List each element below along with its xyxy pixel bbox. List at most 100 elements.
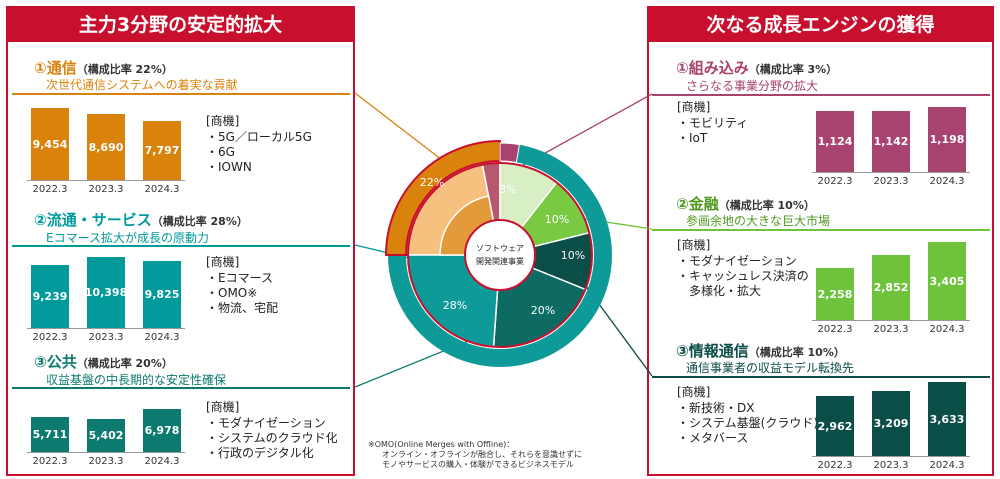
donut-percent-label: 20%	[531, 304, 555, 317]
left-panel: 主力3分野の安定的拡大	[6, 6, 355, 476]
section-underline	[652, 376, 990, 378]
section-title-johotsushin: ③情報通信（構成比率 10%）	[676, 342, 845, 360]
year-label: 2024.3	[144, 332, 180, 343]
chart-baseline	[812, 320, 970, 321]
year-label: 2024.3	[144, 184, 180, 195]
year-label: 2023.3	[88, 456, 124, 467]
year-label: 2024.3	[929, 324, 965, 335]
bar: 8,690	[87, 114, 125, 180]
year-label: 2024.3	[929, 176, 965, 187]
year-label: 2024.3	[929, 460, 965, 471]
section-underline	[12, 245, 350, 247]
product-list-johotsushin: [商機] ・新技術・DX ・システム基盤(クラウド) ・メタバース	[677, 385, 818, 446]
donut-percent-label: 3%	[499, 183, 516, 196]
products-header: [商機]	[206, 400, 240, 414]
product-item: ・物流、宅配	[206, 301, 279, 315]
product-list-ryutsu: [商機] ・Eコマース ・OMO※ ・物流、宅配	[206, 255, 278, 316]
section-underline	[652, 229, 990, 231]
section-title-ryutsu: ②流通・サービス（構成比率 28%）	[34, 211, 248, 229]
footnote-line: オンライン・オフラインが融合し、それらを意識せずに	[382, 450, 582, 459]
year-label: 2022.3	[817, 460, 853, 471]
donut-center-label: ソフトウェア	[476, 244, 524, 253]
footnote-line: モノやサービスの購入・体験ができるビジネスモデル	[382, 460, 574, 469]
year-label: 2023.3	[88, 184, 124, 195]
product-item: ・モダナイゼーション	[677, 254, 797, 268]
donut-center-label: 開発関連事業	[476, 256, 524, 266]
products-header: [商機]	[206, 255, 240, 269]
chart-baseline	[27, 180, 185, 181]
year-label: 2022.3	[817, 324, 853, 335]
product-item: 多様化・拡大	[677, 284, 762, 298]
chart-baseline	[27, 328, 185, 329]
product-item: ・モビリティ	[677, 116, 749, 130]
chart-baseline	[812, 172, 970, 173]
year-label: 2022.3	[32, 332, 68, 343]
bar: 9,454	[31, 108, 69, 180]
bar: 2,962	[816, 396, 854, 456]
bar: 6,978	[143, 409, 181, 452]
section-title-kinyu: ②金融（構成比率 10%）	[676, 195, 815, 213]
section-subtitle-ryutsu: Eコマース拡大が成長の原動力	[46, 231, 209, 245]
product-item: ・行政のデジタル化	[206, 446, 314, 460]
section-underline	[652, 94, 990, 96]
year-label: 2023.3	[873, 324, 909, 335]
product-list-kokyo: [商機] ・モダナイゼーション ・システムのクラウド化 ・行政のデジタル化	[206, 400, 338, 461]
product-item: ・IoT	[677, 131, 708, 145]
donut-percent-label: 10%	[545, 213, 569, 226]
product-item: ・システムのクラウド化	[206, 431, 338, 445]
donut-outer-segment-tsushin	[384, 139, 501, 256]
product-item: ・キャッシュレス決済の	[677, 269, 809, 283]
year-label: 2022.3	[32, 456, 68, 467]
section-subtitle-kokyo: 収益基盤の中長期的な安定性確保	[46, 373, 227, 387]
bar: 7,797	[143, 121, 181, 180]
year-label: 2022.3	[32, 184, 68, 195]
connector-line	[354, 92, 456, 171]
bar: 2,258	[816, 268, 854, 320]
bar: 3,405	[928, 242, 966, 320]
bar: 1,198	[928, 107, 966, 172]
section-title-kokyo: ③公共（構成比率 20%）	[34, 353, 173, 371]
donut-percent-label: 28%	[443, 299, 467, 312]
section-subtitle-tsushin: 次世代通信システムへの着実な貢献	[46, 78, 238, 92]
product-item: ・OMO※	[206, 286, 258, 300]
bar: 9,825	[143, 261, 181, 328]
products-header: [商機]	[206, 114, 240, 128]
products-header: [商機]	[677, 385, 711, 399]
donut-outline	[407, 162, 593, 348]
footnote-line: ※OMO(Online Merges with Offline)：	[368, 440, 515, 449]
product-item: ・5G／ローカル5G	[206, 130, 312, 144]
bar: 3,209	[872, 391, 910, 456]
section-underline	[12, 387, 350, 389]
year-label: 2023.3	[873, 176, 909, 187]
bar: 10,398	[85, 257, 127, 328]
bar: 1,124	[816, 111, 854, 172]
product-list-kumikomi: [商機] ・モビリティ ・IoT	[677, 100, 748, 146]
footnote: ※OMO(Online Merges with Offline)： オンライン・…	[368, 440, 582, 470]
section-title-tsushin: ①通信（構成比率 22%）	[34, 59, 173, 77]
section-subtitle-kumikomi: さらなる事業分野の拡大	[686, 79, 819, 93]
year-label: 2023.3	[873, 460, 909, 471]
section-title-kumikomi: ①組み込み（構成比率 3%）	[676, 59, 838, 77]
bar: 3,633	[928, 382, 966, 456]
product-list-kinyu: [商機] ・モダナイゼーション ・キャッシュレス決済の 多様化・拡大	[677, 238, 809, 299]
products-header: [商機]	[677, 100, 711, 114]
donut-percent-label: 10%	[561, 249, 585, 262]
product-item: ・6G	[206, 145, 235, 159]
product-item: ・新技術・DX	[677, 401, 755, 415]
product-item: ・メタバース	[677, 431, 749, 445]
year-label: 2024.3	[144, 456, 180, 467]
section-subtitle-johotsushin: 通信事業者の収益モデル転換先	[686, 361, 855, 375]
product-item: ・モダナイゼーション	[206, 416, 326, 430]
product-item: ・システム基盤(クラウド)	[677, 416, 819, 430]
chart-baseline	[27, 452, 185, 453]
left-panel-title: 主力3分野の安定的拡大	[8, 8, 353, 42]
products-header: [商機]	[677, 238, 711, 252]
bar: 2,852	[872, 255, 910, 320]
product-item: ・IOWN	[206, 160, 252, 174]
year-label: 2022.3	[817, 176, 853, 187]
bar: 5,402	[87, 419, 125, 452]
donut-outer-segment-kumikomi	[499, 142, 521, 164]
bar: 1,142	[872, 111, 910, 172]
